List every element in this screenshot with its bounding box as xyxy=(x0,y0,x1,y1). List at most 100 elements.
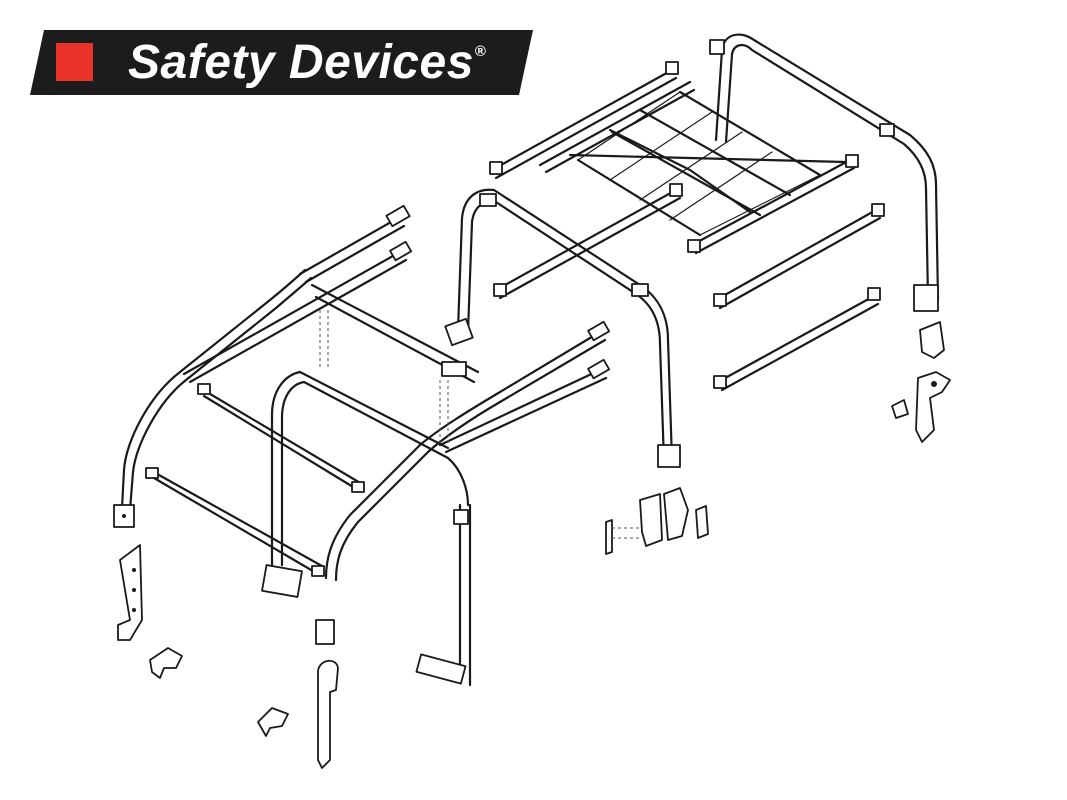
front-header-bar xyxy=(310,283,480,374)
header-mount-plate xyxy=(441,361,467,377)
door-bar-tab xyxy=(145,467,159,479)
roof-ladder-rail-d xyxy=(678,90,822,177)
alignment-guide xyxy=(439,380,449,445)
rear-roof-rail-2-inner xyxy=(544,88,696,174)
centre-hoop-bracket-b xyxy=(639,493,663,547)
rear-roof-rail-right-inner xyxy=(694,166,856,255)
logo-red-square xyxy=(56,43,93,81)
alignment-guide xyxy=(612,527,640,539)
rear-right-door-bar-inner xyxy=(718,216,882,310)
front-brackets xyxy=(117,544,339,769)
safety-devices-logo: Safety Devices® xyxy=(30,30,533,95)
roof-ladder-rail-b xyxy=(610,130,762,217)
front-left-roof-bar xyxy=(182,250,402,376)
front-roll-cage xyxy=(113,204,611,687)
rail-end-plate xyxy=(687,239,701,253)
rear-centre-hoop xyxy=(456,188,674,462)
front-rail-mount-plate xyxy=(389,240,413,262)
rear-hoop xyxy=(714,33,940,302)
roof-cross-bar xyxy=(568,153,847,164)
rear-hoop-bracket-upper xyxy=(919,321,945,359)
front-top-rail-left-inner xyxy=(304,224,406,284)
logo-banner-shape xyxy=(30,30,533,95)
rear-roof-rail-right xyxy=(690,158,852,247)
rear-centre-hoop-inner xyxy=(466,200,666,464)
front-mounting-bracket-long xyxy=(117,544,143,641)
front-right-a-pillar xyxy=(324,393,497,580)
hoop-clamp xyxy=(631,283,649,297)
rear-right-door-bar xyxy=(714,208,878,302)
front-door-bar-lower xyxy=(148,468,324,568)
door-bar-tab xyxy=(311,565,325,577)
front-left-a-pillar xyxy=(120,268,307,510)
centre-hoop-bracket-c xyxy=(663,487,689,541)
rear-hoop-bracket-lower xyxy=(915,371,951,443)
front-rail-mount-plate xyxy=(587,320,611,342)
rear-roof-rail-left-inner xyxy=(494,76,678,180)
roof-ladder-rail-a xyxy=(576,158,702,237)
front-rear-leg-bend xyxy=(446,456,470,507)
centre-hoop-bracket-d xyxy=(695,505,709,539)
small-angle-bracket xyxy=(257,707,289,737)
rail-end-plate xyxy=(713,375,727,389)
door-bar-tab xyxy=(197,383,211,395)
rear-roof-rail-left xyxy=(490,68,674,172)
front-b-pillar-hoop xyxy=(270,370,450,567)
rear-right-lower-bar-inner xyxy=(720,302,880,392)
logo-band-background xyxy=(30,30,533,95)
rear-hoop-foot-plate xyxy=(913,284,939,312)
rear-hoop-inner xyxy=(724,44,930,302)
leg-mount-tab xyxy=(453,509,469,525)
hoop-clamp xyxy=(879,123,895,137)
front-right-roof-bar-inner xyxy=(498,338,607,404)
front-right-lower-rail xyxy=(438,368,602,447)
front-leg-extension-bracket xyxy=(317,659,339,769)
centre-hoop-bracket-a xyxy=(605,519,613,555)
front-door-bar-upper-inner xyxy=(202,394,360,492)
logo-registered-mark: ® xyxy=(474,43,487,60)
front-right-foot-plate xyxy=(315,619,335,645)
front-top-rail-left xyxy=(298,216,400,276)
front-right-a-pillar-inner xyxy=(334,400,502,582)
small-angle-bracket xyxy=(149,647,183,679)
front-right-roof-bar xyxy=(493,330,602,397)
roof-ladder-rail-c xyxy=(638,108,792,197)
hoop-clamp xyxy=(709,39,725,55)
hoop-foot-plate xyxy=(444,317,474,347)
hoop-clamp xyxy=(479,193,497,207)
rail-end-plate xyxy=(669,183,683,197)
door-bar-tab xyxy=(351,481,365,493)
logo-brand-name: Safety Devices xyxy=(128,36,474,89)
front-door-bar-upper xyxy=(198,386,364,486)
rear-leg-foot-plate xyxy=(415,653,467,685)
rear-side-rail xyxy=(494,188,678,292)
rail-end-plate xyxy=(871,203,885,217)
rear-roof-rail-2 xyxy=(538,80,692,167)
bolt-hole xyxy=(122,514,126,518)
alignment-guide xyxy=(319,310,329,370)
rear-brackets xyxy=(605,321,951,555)
rear-right-lower-bar xyxy=(716,294,876,384)
front-rail-mount-plate xyxy=(385,204,411,228)
rail-end-plate xyxy=(867,287,881,301)
front-door-bar-lower-inner xyxy=(152,476,320,576)
front-b-pillar-hoop-inner xyxy=(280,380,450,567)
roof-ladder-rungs xyxy=(577,91,821,236)
rail-end-plate xyxy=(713,293,727,307)
hoop-foot-plate xyxy=(657,444,681,468)
rail-end-plate xyxy=(845,154,859,168)
rail-end-plate xyxy=(493,283,507,297)
rail-end-plate xyxy=(489,161,503,175)
small-clip-bracket xyxy=(891,399,909,419)
front-right-lower-rail-inner xyxy=(444,376,608,454)
front-rail-mount-plate xyxy=(587,358,611,380)
front-left-a-pillar-inner xyxy=(128,276,313,512)
b-pillar-foot-plate xyxy=(261,564,303,598)
logo-wordmark: Safety Devices® xyxy=(128,35,486,90)
rear-side-rail-inner xyxy=(498,196,682,300)
rail-end-plate xyxy=(665,61,679,75)
front-left-roof-bar-inner xyxy=(188,258,408,384)
rear-roll-cage xyxy=(444,33,940,468)
